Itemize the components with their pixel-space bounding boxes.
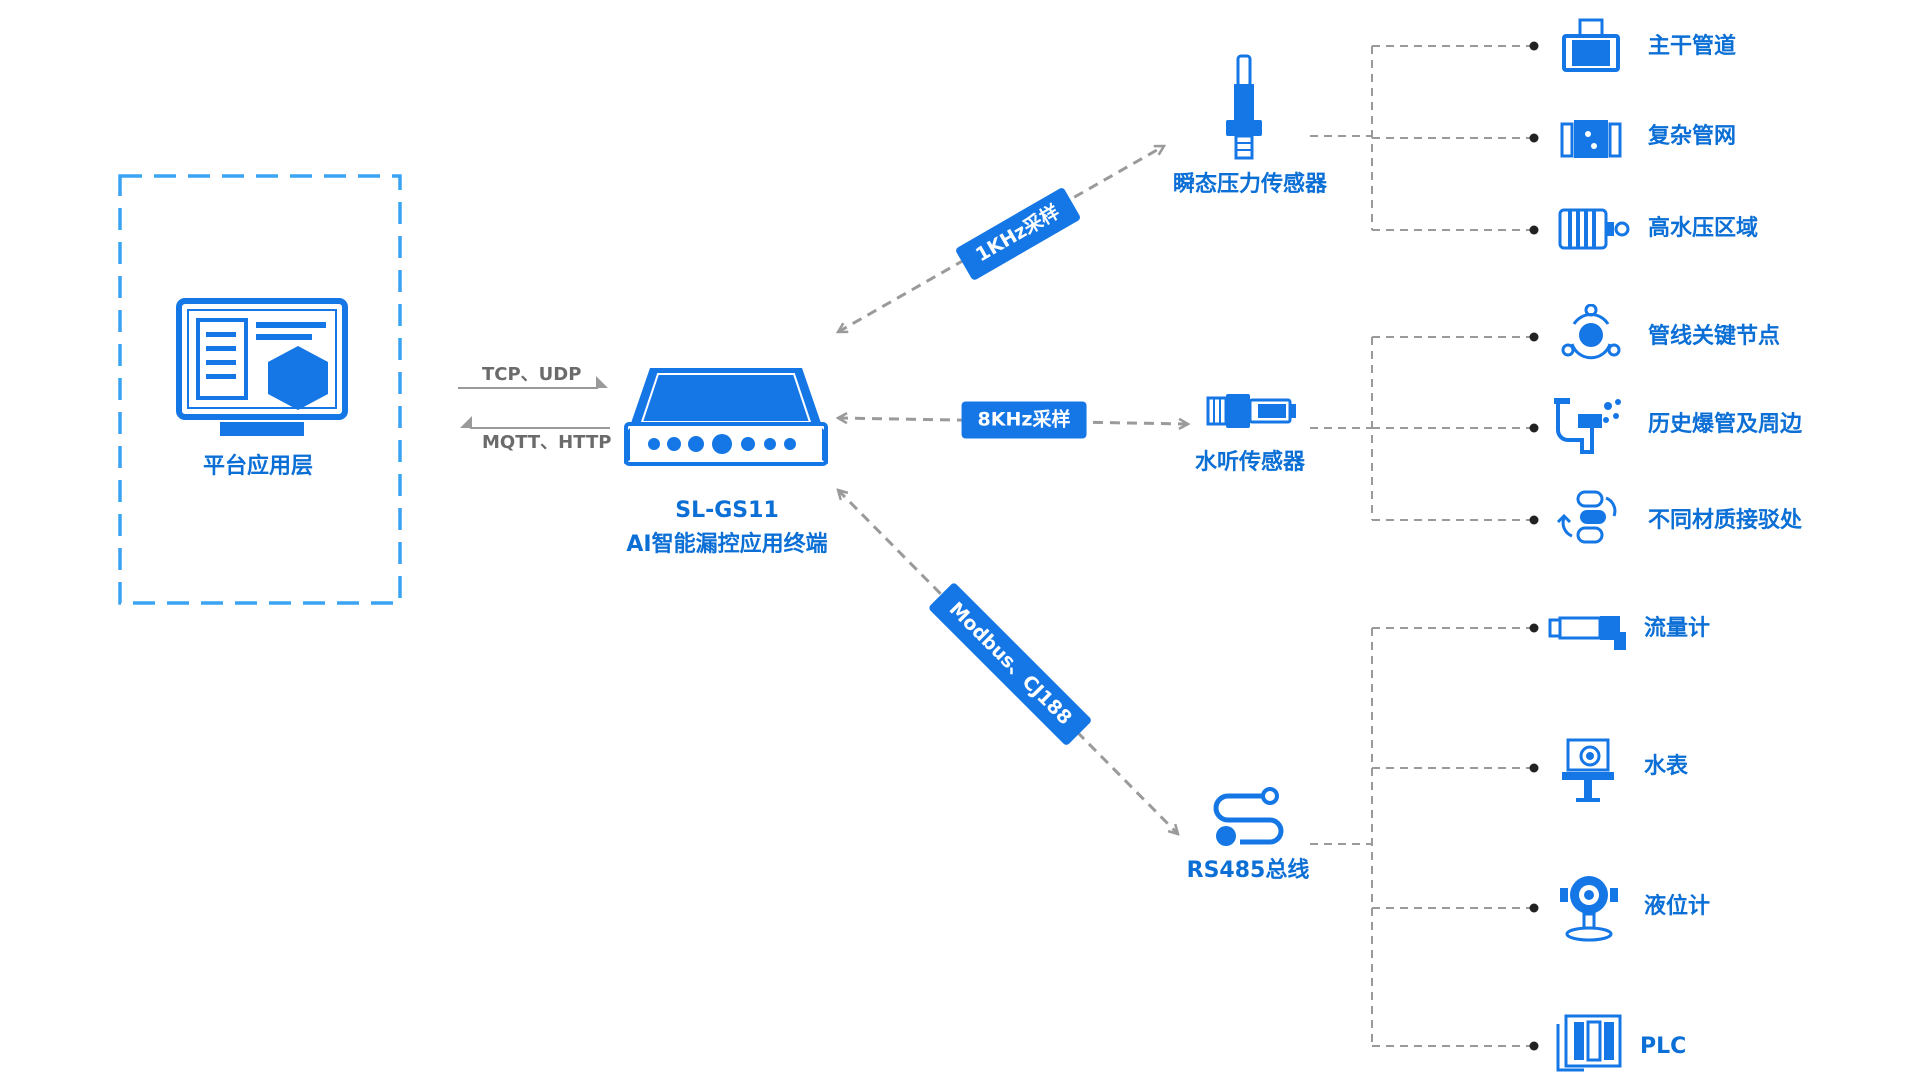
high-pressure-zone-icon (1558, 208, 1630, 250)
gateway-device-icon (624, 368, 828, 466)
sensor-label-rs485: RS485总线 (1186, 858, 1310, 883)
pipe-network-icon (1560, 120, 1622, 158)
target-label-key-node: 管线关键节点 (1648, 324, 1781, 349)
target-label-pipe-network: 复杂管网 (1648, 124, 1737, 149)
target-label-water-meter: 水表 (1644, 754, 1689, 779)
upstream-arrow-head (596, 376, 608, 388)
upstream-protocol-label: TCP、UDP (482, 364, 582, 385)
downstream-protocol-label: MQTT、HTTP (482, 432, 612, 453)
material-joint-icon (1556, 490, 1617, 544)
main-pipe-icon (1562, 18, 1620, 72)
flowmeter-icon (1548, 616, 1626, 650)
target-label-level-gauge: 液位计 (1644, 894, 1711, 919)
sensor-label-pressure: 瞬态压力传感器 (1172, 172, 1328, 197)
level-gauge-icon (1560, 876, 1618, 942)
target-label-flowmeter: 流量计 (1644, 616, 1711, 641)
hydrophone-icon (1206, 394, 1296, 428)
device-name-label: AI智能漏控应用终端 (626, 532, 828, 557)
target-label-high-pressure-zone: 高水压区域 (1648, 216, 1759, 241)
target-label-main-pipe: 主干管道 (1648, 34, 1737, 59)
device-model-label: SL-GS11 (675, 498, 779, 523)
key-node-icon (1561, 304, 1621, 360)
target-label-burst-pipe: 历史爆管及周边 (1648, 412, 1803, 437)
plc-icon (1556, 1014, 1622, 1072)
bus-icon (1213, 787, 1284, 846)
pressure-sensor-icon (1226, 54, 1262, 160)
sensor-label-hydrophone: 水听传感器 (1194, 450, 1306, 475)
platform-label: 平台应用层 (202, 454, 314, 479)
downstream-arrow-head (460, 416, 472, 428)
water-meter-icon (1562, 738, 1614, 802)
monitor-icon (176, 298, 348, 436)
platform-frame (118, 174, 402, 605)
burst-pipe-icon (1554, 398, 1621, 454)
target-label-plc: PLC (1640, 1034, 1687, 1059)
target-label-material-joint: 不同材质接驳处 (1648, 508, 1803, 533)
badge-hydrophone-sampling: 8KHz采样 (961, 401, 1087, 439)
